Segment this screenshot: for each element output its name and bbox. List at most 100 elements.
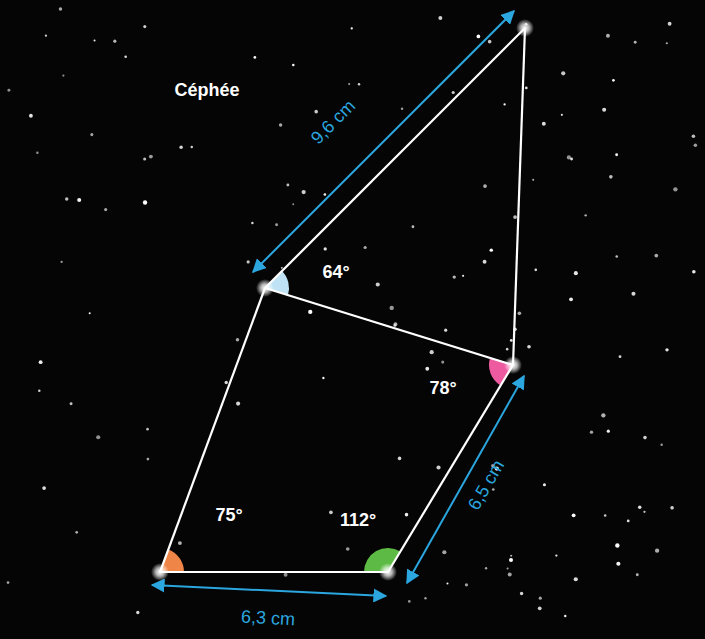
star-dot — [616, 562, 620, 566]
star-dot — [124, 55, 127, 58]
star-dot — [643, 436, 647, 440]
star-dot — [113, 40, 116, 43]
star-dot — [520, 592, 523, 595]
star-dot — [70, 402, 73, 405]
star-dot — [612, 79, 615, 82]
vertex-star — [151, 563, 169, 581]
star-dot — [643, 511, 645, 513]
star-dot — [45, 35, 47, 37]
star-dot — [694, 144, 698, 148]
dimension-arrow — [152, 585, 386, 596]
star-dot — [543, 483, 546, 486]
constellation-name: Céphée — [174, 81, 239, 99]
star-dot — [602, 108, 606, 112]
star-dot — [251, 222, 253, 224]
star-dot — [673, 187, 677, 191]
star-dot — [665, 348, 668, 351]
star-dot — [569, 297, 573, 301]
star-dot — [666, 42, 668, 44]
star-dot — [462, 275, 464, 277]
star-dot — [508, 572, 512, 576]
star-dot — [147, 458, 150, 461]
star-dot — [477, 35, 481, 39]
star-dot — [634, 41, 637, 44]
vertex-stars — [151, 19, 534, 581]
star-dot — [346, 547, 350, 551]
star-dot — [425, 367, 429, 371]
star-dot — [636, 573, 639, 576]
star-dot — [179, 145, 182, 148]
star-dot — [539, 597, 542, 600]
star-dot — [483, 184, 487, 188]
star-dot — [394, 322, 398, 326]
star-dot — [446, 582, 448, 584]
dimension-label: 6,5 cm — [465, 457, 508, 513]
star-dot — [351, 27, 353, 29]
star-dot — [398, 457, 402, 461]
star-dot — [441, 361, 444, 364]
star-dot — [627, 520, 630, 523]
star-dot — [538, 606, 542, 610]
vertex-star — [256, 279, 274, 297]
star-dot — [668, 22, 672, 26]
star-dot — [631, 292, 635, 296]
star-dot — [507, 567, 509, 569]
star-dot — [584, 214, 586, 216]
star-dot — [146, 428, 149, 431]
star-dot — [564, 615, 566, 617]
star-dot — [302, 190, 306, 194]
star-dot — [561, 114, 563, 116]
star-dot — [453, 275, 456, 278]
star-dot — [376, 282, 380, 286]
star-dot — [567, 155, 571, 159]
star-dot — [615, 255, 618, 258]
star-dot — [604, 514, 606, 516]
star-dot — [534, 269, 537, 272]
star-dot — [485, 567, 487, 569]
star-dot — [292, 203, 294, 205]
star-dot — [90, 133, 93, 136]
star-dot — [253, 56, 256, 59]
vertex-star — [516, 19, 534, 37]
star-dot — [506, 348, 509, 351]
star-dot — [412, 225, 415, 228]
star-dot — [275, 223, 278, 226]
star-dot — [408, 600, 411, 603]
star-dot — [308, 310, 312, 314]
star-dot — [444, 329, 447, 332]
star-dot — [59, 7, 62, 10]
star-dot — [7, 89, 10, 92]
star-dot — [532, 179, 534, 181]
star-dot — [143, 200, 147, 204]
star-dot — [509, 558, 513, 562]
star-dot — [542, 122, 546, 126]
star-dot — [75, 531, 78, 534]
star-dot — [607, 430, 610, 433]
star-dot — [314, 110, 318, 114]
star-dot — [143, 157, 146, 160]
star-dot — [190, 146, 193, 149]
angle-label: 112° — [340, 511, 376, 529]
star-dot — [136, 611, 139, 614]
star-dot — [654, 254, 658, 258]
star-dot — [555, 554, 557, 556]
edge-line — [265, 288, 513, 365]
star-dot — [401, 108, 404, 111]
star-dot — [615, 543, 619, 547]
star-dot — [62, 74, 64, 76]
star-dot — [436, 465, 440, 469]
star-dot — [615, 153, 618, 156]
star-dot — [488, 40, 492, 44]
star-dot — [65, 197, 68, 200]
star-dot — [527, 345, 531, 349]
star-dot — [452, 91, 455, 94]
star-dot — [503, 103, 505, 105]
dimension-arrow — [407, 376, 524, 583]
star-dot — [465, 583, 468, 586]
star-dot — [513, 215, 517, 219]
vertex-star — [379, 563, 397, 581]
star-dot — [247, 260, 250, 263]
star-dot — [279, 123, 282, 126]
